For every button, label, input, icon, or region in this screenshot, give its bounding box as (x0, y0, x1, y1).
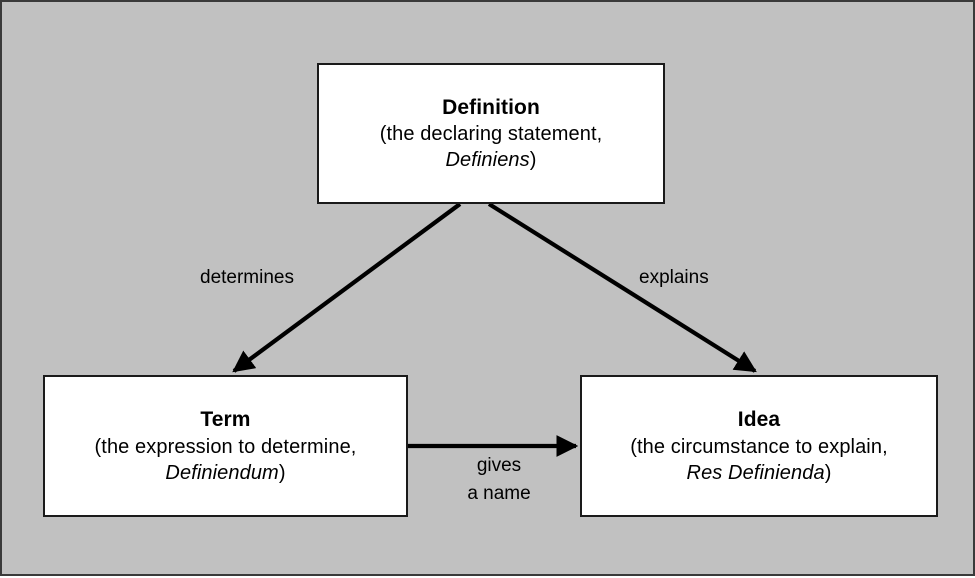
node-idea-title: Idea (737, 408, 781, 432)
node-definition-title: Definition (442, 95, 540, 119)
edge-label-explains: explains (639, 267, 709, 288)
edge-label-determines: determines (200, 267, 294, 288)
node-term-desc-text: (the expression to determine, (94, 435, 357, 458)
node-idea-description: (the circumstance to explain, Res Defini… (630, 434, 887, 486)
node-idea-desc-text: (the circumstance to explain, (630, 435, 888, 458)
node-idea-close-paren: ) (824, 461, 832, 484)
node-definition-latin-term: Definiens (445, 149, 530, 172)
node-definition-desc-text: (the declaring statement, (379, 123, 603, 146)
node-definition-close-paren: ) (529, 149, 537, 172)
node-term-latin-term: Definiendum (165, 461, 279, 484)
edge-definition-to-idea (487, 202, 757, 373)
node-term-description: (the expression to determine, Definiendu… (95, 434, 357, 486)
node-idea: Idea (the circumstance to explain, Res D… (580, 375, 938, 517)
node-definition-description: (the declaring statement, Definiens) (380, 121, 603, 173)
node-term-title: Term (200, 408, 251, 432)
edge-label-gives-a-name: gives a name (467, 455, 531, 504)
node-term: Term (the expression to determine, Defin… (43, 375, 408, 517)
node-idea-latin-term: Res Definienda (686, 461, 825, 484)
node-definition: Definition (the declaring statement, Def… (317, 63, 665, 204)
node-term-close-paren: ) (278, 461, 286, 484)
